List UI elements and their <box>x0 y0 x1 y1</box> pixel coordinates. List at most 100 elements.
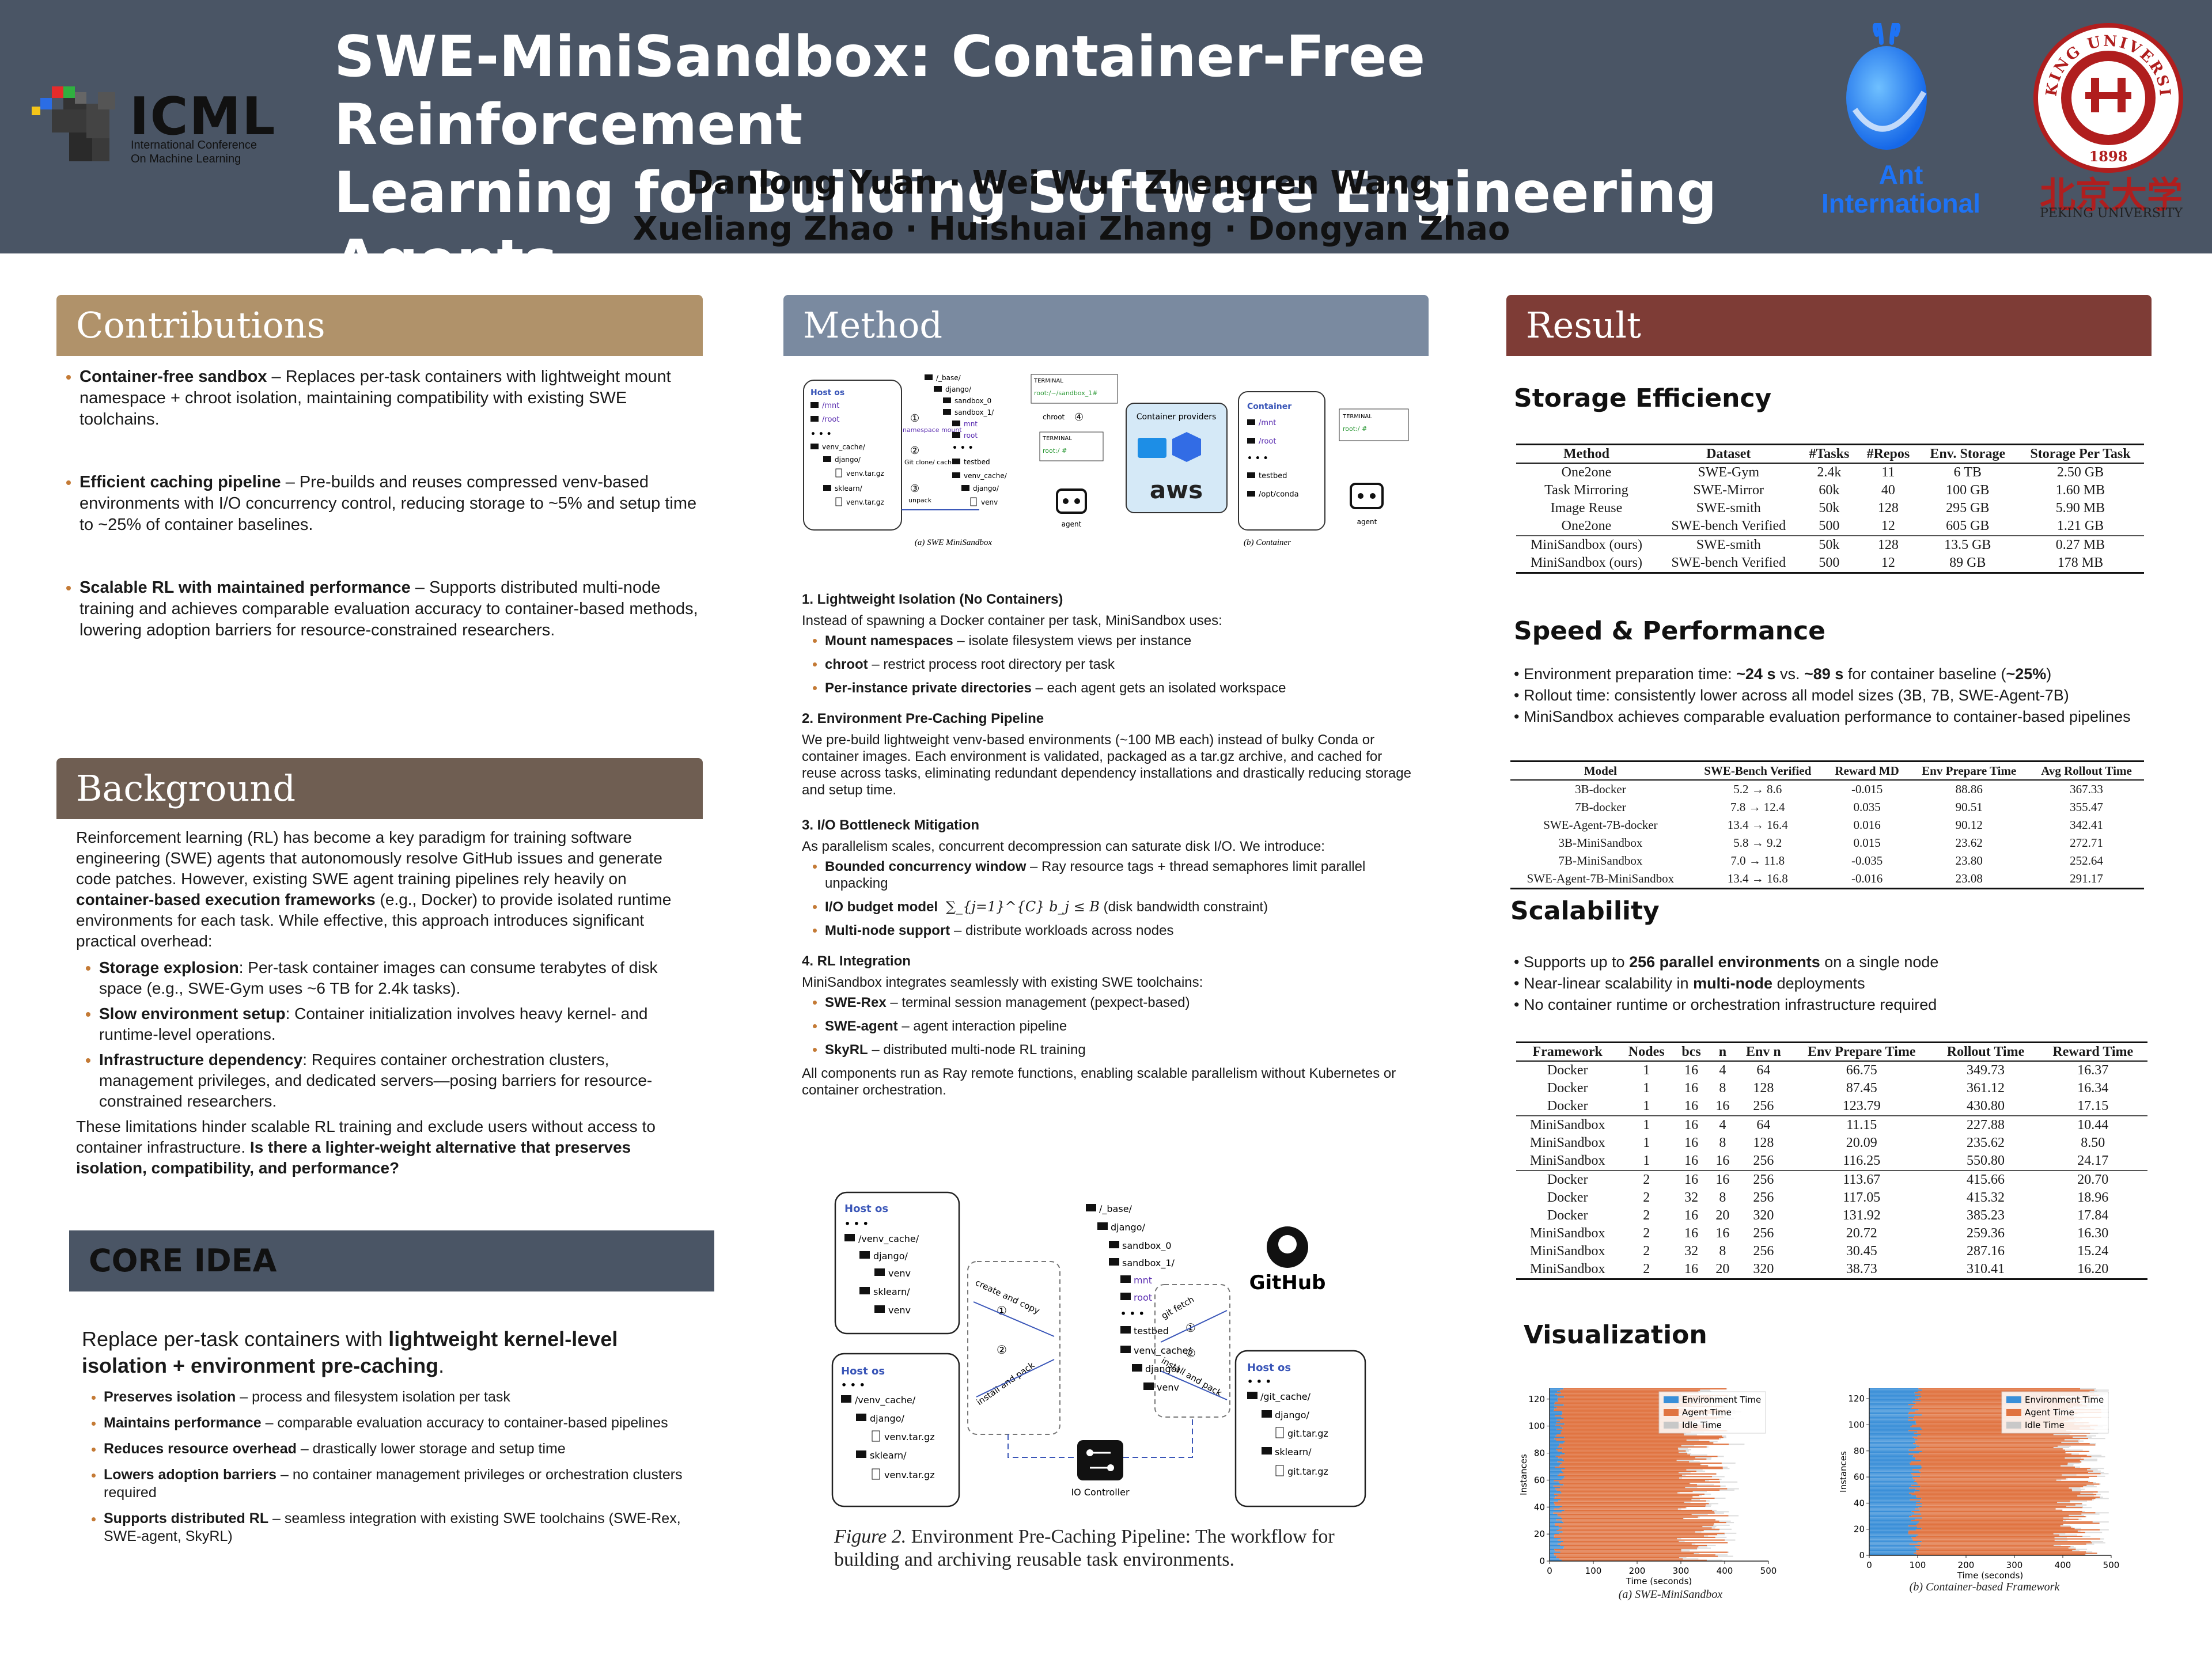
agent-time-bar <box>1562 1479 1719 1480</box>
env-time-bar <box>1869 1431 1918 1433</box>
table-cell: Docker <box>1547 1063 1588 1078</box>
env-time-bar <box>1550 1402 1555 1403</box>
env-time-bar <box>1869 1459 1916 1460</box>
agent-time-bar <box>1917 1431 2072 1433</box>
agent-time-bar <box>1920 1486 2084 1487</box>
table-cell: 0.035 <box>1853 800 1881 814</box>
table-cell: 16 <box>1684 1135 1699 1150</box>
env-time-bar <box>1869 1547 1917 1549</box>
agent-time-bar <box>1559 1558 1683 1560</box>
table-cell: 20.72 <box>1846 1226 1877 1241</box>
env-time-bar <box>1869 1392 1915 1393</box>
env-time-bar <box>1550 1396 1565 1398</box>
idle-time-bar <box>1692 1491 1707 1493</box>
table-cell: 100 GB <box>1946 483 1990 498</box>
agent-time-bar <box>1555 1496 1692 1498</box>
idle-time-bar <box>2072 1550 2080 1551</box>
idle-time-bar <box>1716 1473 1717 1475</box>
env-time-bar <box>1869 1413 1908 1415</box>
env-time-bar <box>1550 1516 1561 1518</box>
agent-time-bar <box>1918 1388 2080 1390</box>
idle-time-bar <box>1720 1485 1726 1487</box>
env-time-bar <box>1550 1425 1556 1426</box>
table-cell: 291.17 <box>2029 870 2144 889</box>
svg-text:django/: django/ <box>973 484 999 493</box>
svg-text:sandbox_0: sandbox_0 <box>1122 1240 1172 1252</box>
idle-time-bar <box>2057 1502 2070 1503</box>
env-time-bar <box>1550 1495 1558 1497</box>
idle-time-bar <box>2082 1536 2090 1537</box>
svg-text:TERMINAL: TERMINAL <box>1342 414 1372 420</box>
agent-time-bar <box>1556 1556 1680 1559</box>
env-time-bar <box>1869 1539 1913 1541</box>
agent-time-bar <box>1916 1495 2078 1497</box>
env-time-bar <box>1550 1410 1554 1411</box>
agent-time-bar <box>1911 1461 2082 1463</box>
table-cell: 1 <box>1643 1135 1650 1150</box>
agent-time-bar <box>1559 1465 1708 1467</box>
agent-time-bar <box>1559 1532 1725 1534</box>
agent-time-bar <box>1909 1516 2086 1518</box>
env-time-bar <box>1869 1551 1916 1553</box>
agent-time-bar <box>1565 1441 1710 1442</box>
agent-time-bar <box>1560 1544 1707 1546</box>
agent-time-bar <box>1922 1389 2094 1391</box>
svg-text:/mnt: /mnt <box>822 402 839 410</box>
table-cell: 1 <box>1643 1153 1650 1168</box>
env-time-bar <box>1869 1465 1921 1467</box>
idle-time-bar <box>1692 1496 1694 1498</box>
idle-time-bar <box>1694 1552 1699 1555</box>
agent-time-bar <box>1908 1430 2066 1431</box>
env-time-bar <box>1550 1528 1559 1530</box>
figure1-caption-a: (a) SWE MiniSandbox <box>915 538 992 547</box>
table-cell: 256 <box>1736 1170 1790 1189</box>
y-tick-label: 60 <box>1534 1475 1545 1485</box>
env-time-bar <box>1869 1444 1917 1446</box>
env-time-bar <box>1550 1497 1554 1499</box>
table-cell: 8 <box>1719 1244 1726 1259</box>
authors-line1: Danlong Yuan · Wei Wu · Zhengren Wang · <box>687 164 1456 202</box>
env-time-bar <box>1869 1463 1910 1464</box>
table-cell: Task Mirroring <box>1544 483 1628 498</box>
idle-time-bar <box>1706 1446 1709 1448</box>
env-time-bar <box>1869 1521 1919 1523</box>
env-time-bar <box>1550 1457 1559 1459</box>
table-cell: 15.24 <box>2077 1244 2109 1259</box>
table-cell: MiniSandbox <box>1529 1244 1605 1259</box>
table-cell: 2 <box>1643 1190 1650 1205</box>
legend-label: Idle Time <box>1682 1420 1722 1430</box>
env-time-bar <box>1550 1419 1557 1421</box>
x-tick-label: 500 <box>2103 1560 2120 1570</box>
idle-time-bar <box>1683 1558 1699 1560</box>
env-time-bar <box>1550 1465 1560 1467</box>
idle-time-bar <box>2092 1499 2094 1501</box>
agent-time-bar <box>1554 1466 1723 1468</box>
agent-time-bar <box>1562 1430 1727 1431</box>
env-time-bar <box>1869 1522 1918 1524</box>
agent-time-bar <box>1556 1422 1678 1423</box>
env-time-bar <box>1869 1410 1915 1412</box>
env-time-bar <box>1550 1547 1564 1549</box>
env-time-bar <box>1550 1412 1563 1414</box>
env-time-bar <box>1550 1421 1560 1422</box>
table-cell: 550.80 <box>1967 1153 2005 1168</box>
idle-time-bar <box>2060 1525 2070 1527</box>
table-cell: 88.86 <box>1955 782 1983 796</box>
ant-international-logo-icon <box>1846 23 1927 150</box>
agent-time-bar <box>1562 1412 1719 1414</box>
svg-text:Host os: Host os <box>844 1203 888 1215</box>
idle-time-bar <box>1719 1520 1731 1522</box>
env-time-bar <box>1550 1441 1565 1442</box>
table-header-cell: Reward Time <box>2038 1041 2147 1062</box>
table-cell: 8 <box>1719 1081 1726 1096</box>
table-cell: 50k <box>1819 501 1840 516</box>
idle-time-bar <box>2088 1480 2090 1482</box>
svg-text:venv_cache/: venv_cache/ <box>822 443 866 451</box>
table-cell: 500 <box>1800 554 1858 574</box>
svg-text:django/: django/ <box>870 1413 904 1424</box>
svg-text:TERMINAL: TERMINAL <box>1033 378 1063 384</box>
x-tick-label: 0 <box>1866 1560 1872 1570</box>
